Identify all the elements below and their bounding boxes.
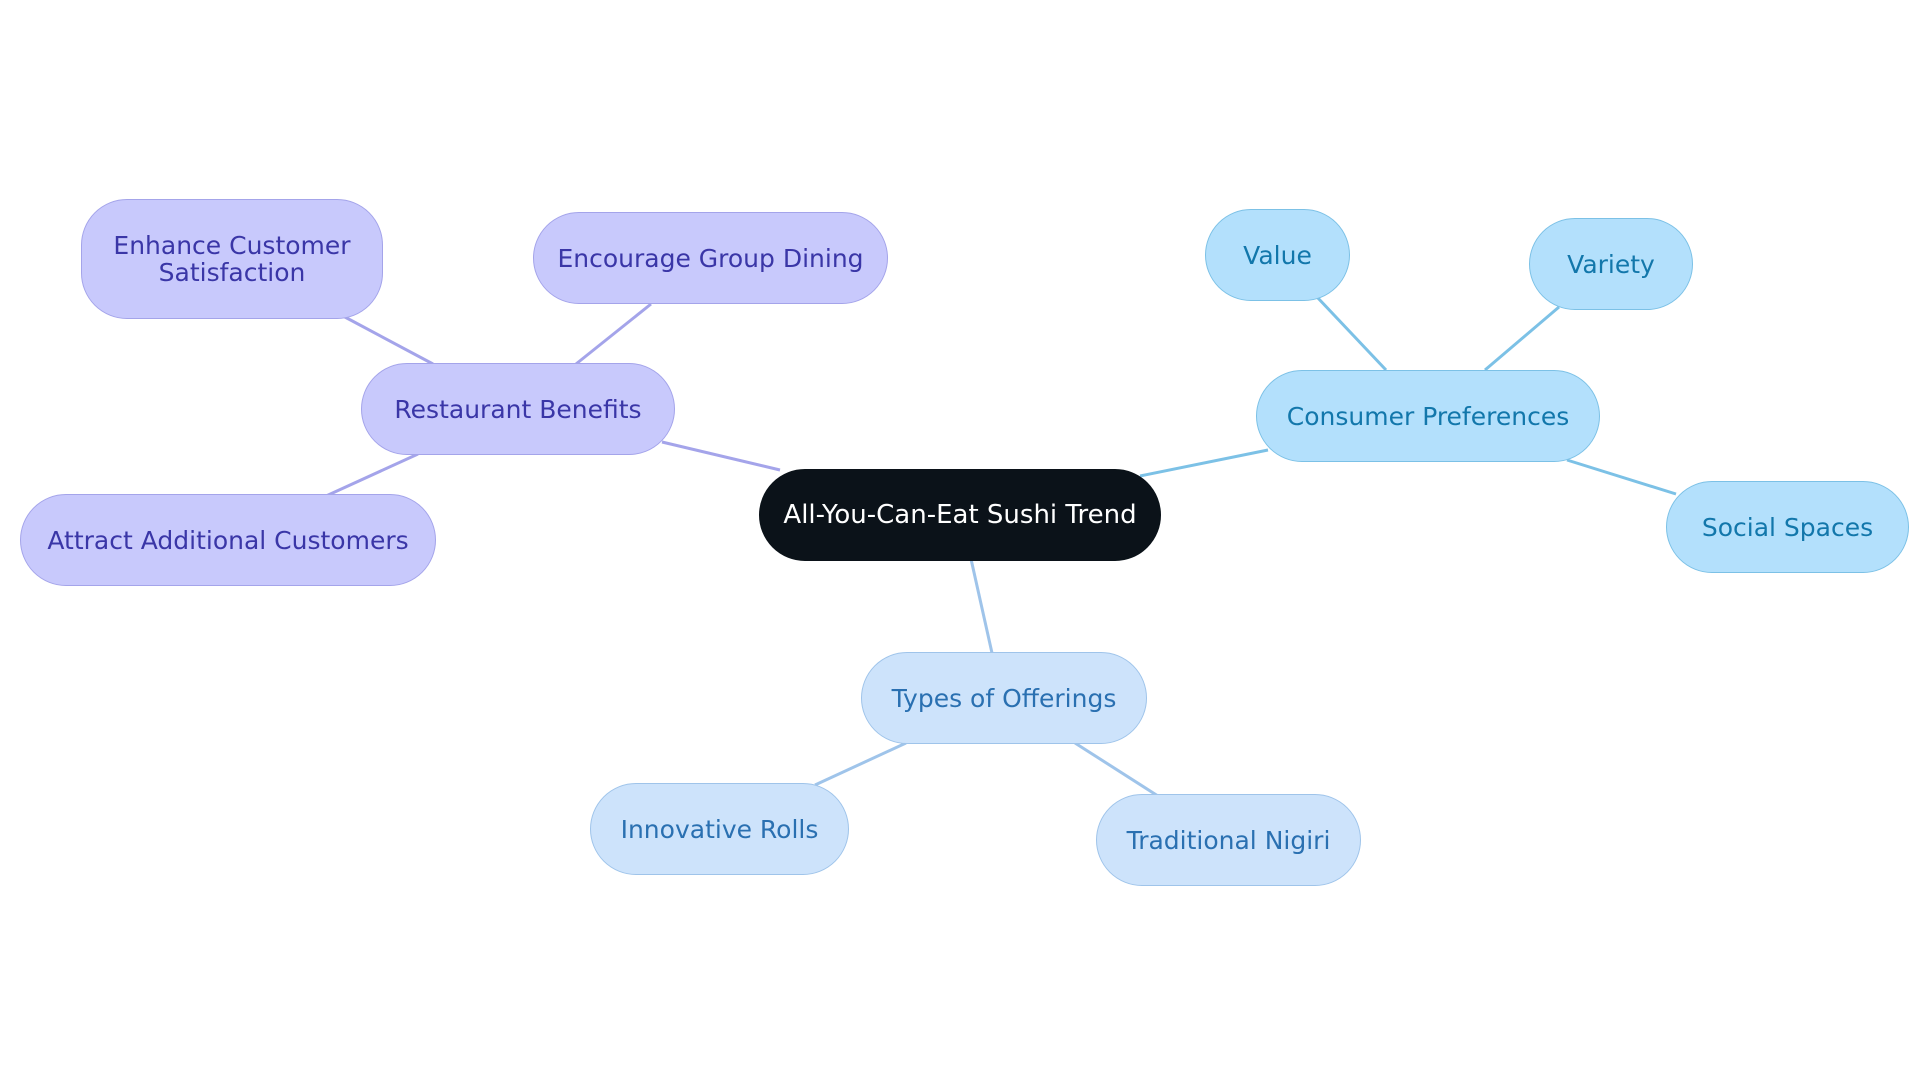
node-social-spaces[interactable]: Social Spaces xyxy=(1666,481,1909,573)
edge-center-restaurant-benefits xyxy=(661,440,781,472)
node-enhance-customer-satisfaction[interactable]: Enhance Customer Satisfaction xyxy=(81,199,383,319)
node-rolls-label: Innovative Rolls xyxy=(620,814,819,844)
edge-restaurant-enhance xyxy=(342,314,434,366)
node-restaurant-benefits[interactable]: Restaurant Benefits xyxy=(361,363,675,455)
node-variety[interactable]: Variety xyxy=(1529,218,1693,310)
node-types-of-offerings[interactable]: Types of Offerings xyxy=(861,652,1147,744)
node-variety-label: Variety xyxy=(1567,249,1655,279)
node-encourage-group-dining[interactable]: Encourage Group Dining xyxy=(533,212,888,304)
node-group-label: Encourage Group Dining xyxy=(557,243,864,273)
central-topic-label: All-You-Can-Eat Sushi Trend xyxy=(783,499,1137,530)
edge-restaurant-attract xyxy=(325,452,419,498)
edge-consumer-variety xyxy=(1484,305,1560,372)
edge-offerings-nigiri xyxy=(1074,741,1159,798)
node-attract-label: Attract Additional Customers xyxy=(47,525,409,555)
edge-center-consumer-preferences xyxy=(1139,448,1269,478)
edge-offerings-rolls xyxy=(814,741,907,787)
central-topic[interactable]: All-You-Can-Eat Sushi Trend xyxy=(759,469,1161,561)
edge-consumer-value xyxy=(1315,295,1388,372)
node-consumer-preferences[interactable]: Consumer Preferences xyxy=(1256,370,1600,462)
node-nigiri-label: Traditional Nigiri xyxy=(1126,825,1331,855)
node-consumer-preferences-label: Consumer Preferences xyxy=(1286,401,1570,431)
edge-restaurant-group xyxy=(575,302,652,366)
node-value-label: Value xyxy=(1243,240,1312,270)
node-restaurant-benefits-label: Restaurant Benefits xyxy=(394,394,642,424)
node-types-of-offerings-label: Types of Offerings xyxy=(891,683,1117,713)
edge-consumer-social xyxy=(1566,458,1677,496)
edge-center-types-of-offerings xyxy=(969,558,994,654)
node-social-label: Social Spaces xyxy=(1701,512,1874,542)
node-attract-additional-customers[interactable]: Attract Additional Customers xyxy=(20,494,436,586)
node-value[interactable]: Value xyxy=(1205,209,1350,301)
node-enhance-label: Enhance Customer Satisfaction xyxy=(113,231,351,287)
node-innovative-rolls[interactable]: Innovative Rolls xyxy=(590,783,849,875)
node-traditional-nigiri[interactable]: Traditional Nigiri xyxy=(1096,794,1361,886)
